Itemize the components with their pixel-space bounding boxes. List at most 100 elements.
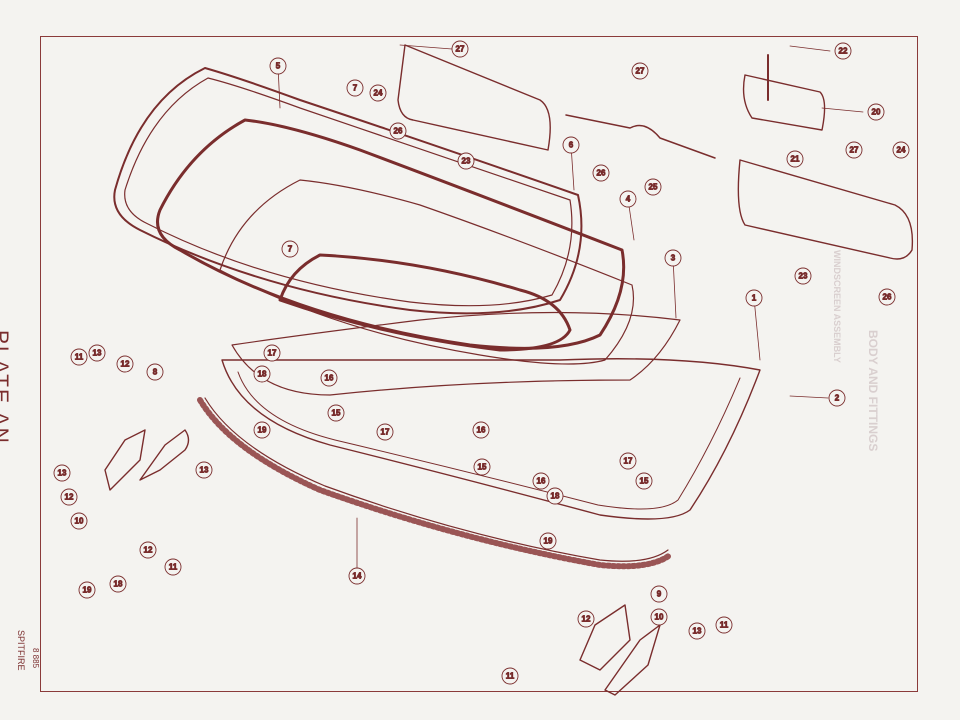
callout-24a: 24 (369, 84, 387, 102)
svg-text:16: 16 (325, 374, 334, 383)
windscreen-inner-seal (278, 253, 572, 352)
callout-11a: 11 (70, 348, 88, 366)
callout-17b: 17 (376, 423, 394, 441)
callout-26b: 26 (592, 164, 610, 182)
callout-16b: 16 (472, 421, 490, 439)
svg-text:11: 11 (506, 672, 515, 681)
callout-21: 21 (786, 150, 804, 168)
svg-text:13: 13 (93, 349, 102, 358)
callout-18c: 18 (546, 487, 564, 505)
svg-text:16: 16 (477, 426, 486, 435)
frame-panel-1 (221, 358, 761, 520)
callout-15b: 15 (473, 458, 491, 476)
callout-6: 6 (562, 136, 580, 154)
callout-12b: 12 (60, 488, 78, 506)
callout-18b: 18 (109, 575, 127, 593)
svg-text:27: 27 (456, 45, 465, 54)
callout-3: 3 (664, 249, 682, 267)
svg-text:20: 20 (872, 108, 881, 117)
plate-border (40, 36, 918, 692)
svg-text:16: 16 (537, 477, 546, 486)
bracket-10-left (104, 429, 146, 491)
callout-14: 14 (348, 567, 366, 585)
callout-17a: 17 (263, 344, 281, 362)
svg-text:13: 13 (200, 466, 209, 475)
svg-text:15: 15 (478, 463, 487, 472)
lower-seal-edge (204, 397, 669, 562)
callout-24b: 24 (892, 141, 910, 159)
svg-text:22: 22 (839, 47, 848, 56)
sun-visor-right (737, 159, 914, 260)
sun-visor-left (397, 44, 551, 151)
callout-13b: 13 (53, 464, 71, 482)
windscreen-seal (156, 118, 626, 350)
callout-16a: 16 (320, 369, 338, 387)
callout-10b: 10 (650, 608, 668, 626)
svg-text:25: 25 (649, 183, 658, 192)
svg-text:12: 12 (65, 493, 74, 502)
callout-22: 22 (834, 42, 852, 60)
svg-text:14: 14 (353, 572, 362, 581)
svg-text:19: 19 (83, 586, 92, 595)
windscreen-finisher-inner (124, 77, 573, 307)
svg-text:19: 19 (544, 537, 553, 546)
callout-19c: 19 (539, 532, 557, 550)
bracket-9 (579, 604, 631, 671)
callout-15c: 15 (635, 472, 653, 490)
svg-text:13: 13 (693, 627, 702, 636)
svg-text:1: 1 (752, 294, 757, 303)
svg-text:6: 6 (569, 141, 574, 150)
callout-2: 2 (828, 389, 846, 407)
svg-text:11: 11 (720, 621, 729, 630)
svg-text:17: 17 (624, 457, 633, 466)
callout-4: 4 (619, 190, 637, 208)
callout-16c: 16 (532, 472, 550, 490)
svg-text:18: 18 (258, 370, 267, 379)
svg-text:12: 12 (144, 546, 153, 555)
callout-13c: 13 (195, 461, 213, 479)
callout-26a: 26 (389, 122, 407, 140)
visor-rod (565, 114, 716, 159)
svg-text:27: 27 (850, 146, 859, 155)
callout-20: 20 (867, 103, 885, 121)
callout-17c: 17 (619, 452, 637, 470)
callout-7a: 7 (346, 79, 364, 97)
svg-text:24: 24 (897, 146, 906, 155)
callout-1: 1 (745, 289, 763, 307)
svg-text:23: 23 (799, 272, 808, 281)
svg-text:21: 21 (791, 155, 800, 164)
callout-19b: 19 (78, 581, 96, 599)
callout-25: 25 (644, 178, 662, 196)
svg-text:27: 27 (636, 67, 645, 76)
svg-text:12: 12 (121, 360, 130, 369)
svg-text:26: 26 (394, 127, 403, 136)
lower-seal (197, 397, 673, 570)
svg-text:15: 15 (332, 409, 341, 418)
svg-text:12: 12 (582, 615, 591, 624)
callout-13a: 13 (88, 344, 106, 362)
callout-10a: 10 (70, 512, 88, 530)
callout-11c: 11 (501, 667, 519, 685)
bracket-10-right (604, 624, 661, 696)
windscreen-glass (219, 179, 635, 365)
callout-12a: 12 (116, 355, 134, 373)
svg-text:17: 17 (381, 428, 390, 437)
svg-text:3: 3 (671, 254, 676, 263)
svg-text:10: 10 (655, 613, 664, 622)
bracket-8 (139, 429, 190, 481)
callout-18a: 18 (253, 365, 271, 383)
callout-27c: 27 (845, 141, 863, 159)
callout-19a: 19 (253, 421, 271, 439)
callout-12c: 12 (139, 541, 157, 559)
rear-view-mirror (742, 74, 826, 131)
svg-text:13: 13 (58, 469, 67, 478)
callout-27b: 27 (631, 62, 649, 80)
callout-5: 5 (269, 57, 287, 75)
callout-9: 9 (650, 585, 668, 603)
callout-23b: 23 (794, 267, 812, 285)
svg-text:2: 2 (835, 394, 840, 403)
frame-panel-3 (231, 311, 681, 396)
svg-text:11: 11 (75, 353, 84, 362)
